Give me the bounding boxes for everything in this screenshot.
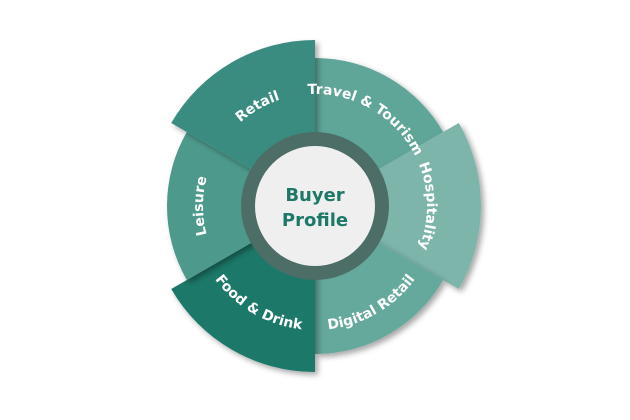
segment-label-text: Leisure bbox=[191, 175, 211, 238]
segment-label: Leisure bbox=[191, 175, 211, 238]
center-circle bbox=[255, 146, 375, 266]
center-title-line2: Profile bbox=[282, 210, 348, 231]
center-title-line1: Buyer bbox=[285, 185, 344, 206]
segment-hospitality bbox=[315, 123, 481, 289]
